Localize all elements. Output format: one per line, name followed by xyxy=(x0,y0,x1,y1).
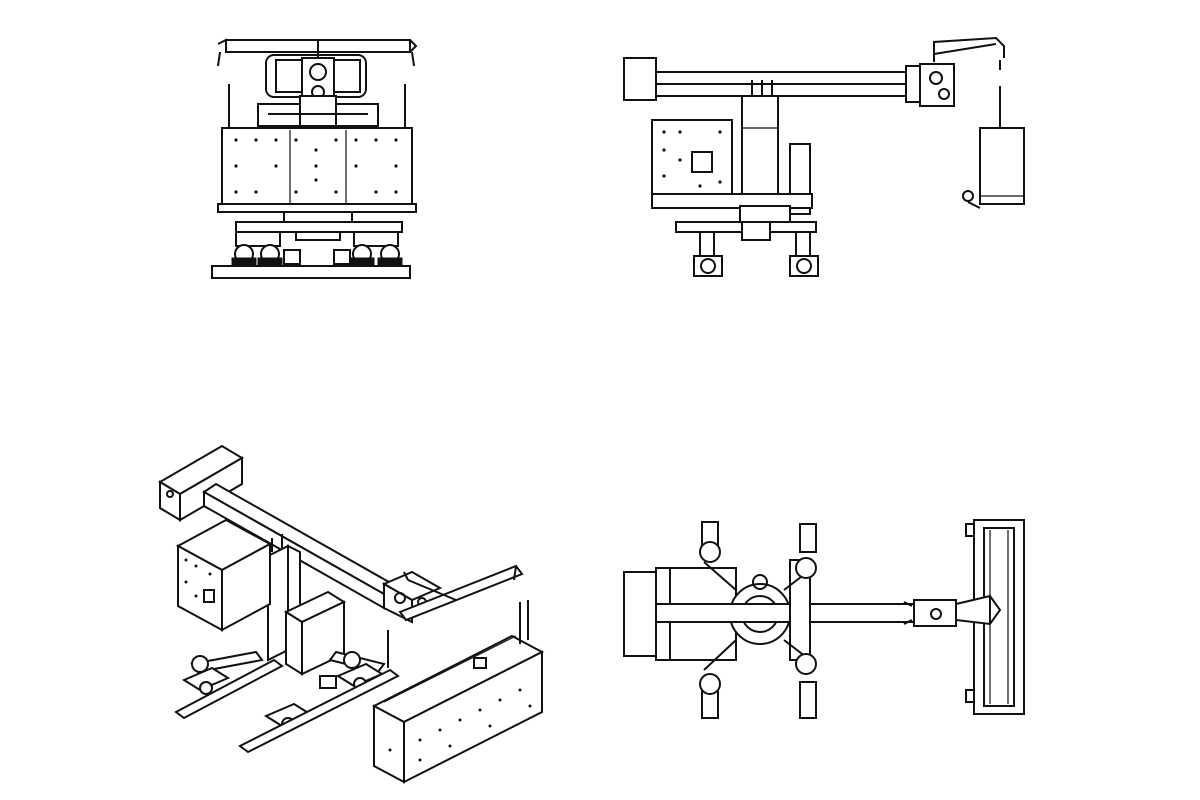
isometric-view xyxy=(158,444,545,784)
top-view xyxy=(623,519,1025,719)
front-view xyxy=(211,38,418,279)
side-view xyxy=(623,36,1025,277)
